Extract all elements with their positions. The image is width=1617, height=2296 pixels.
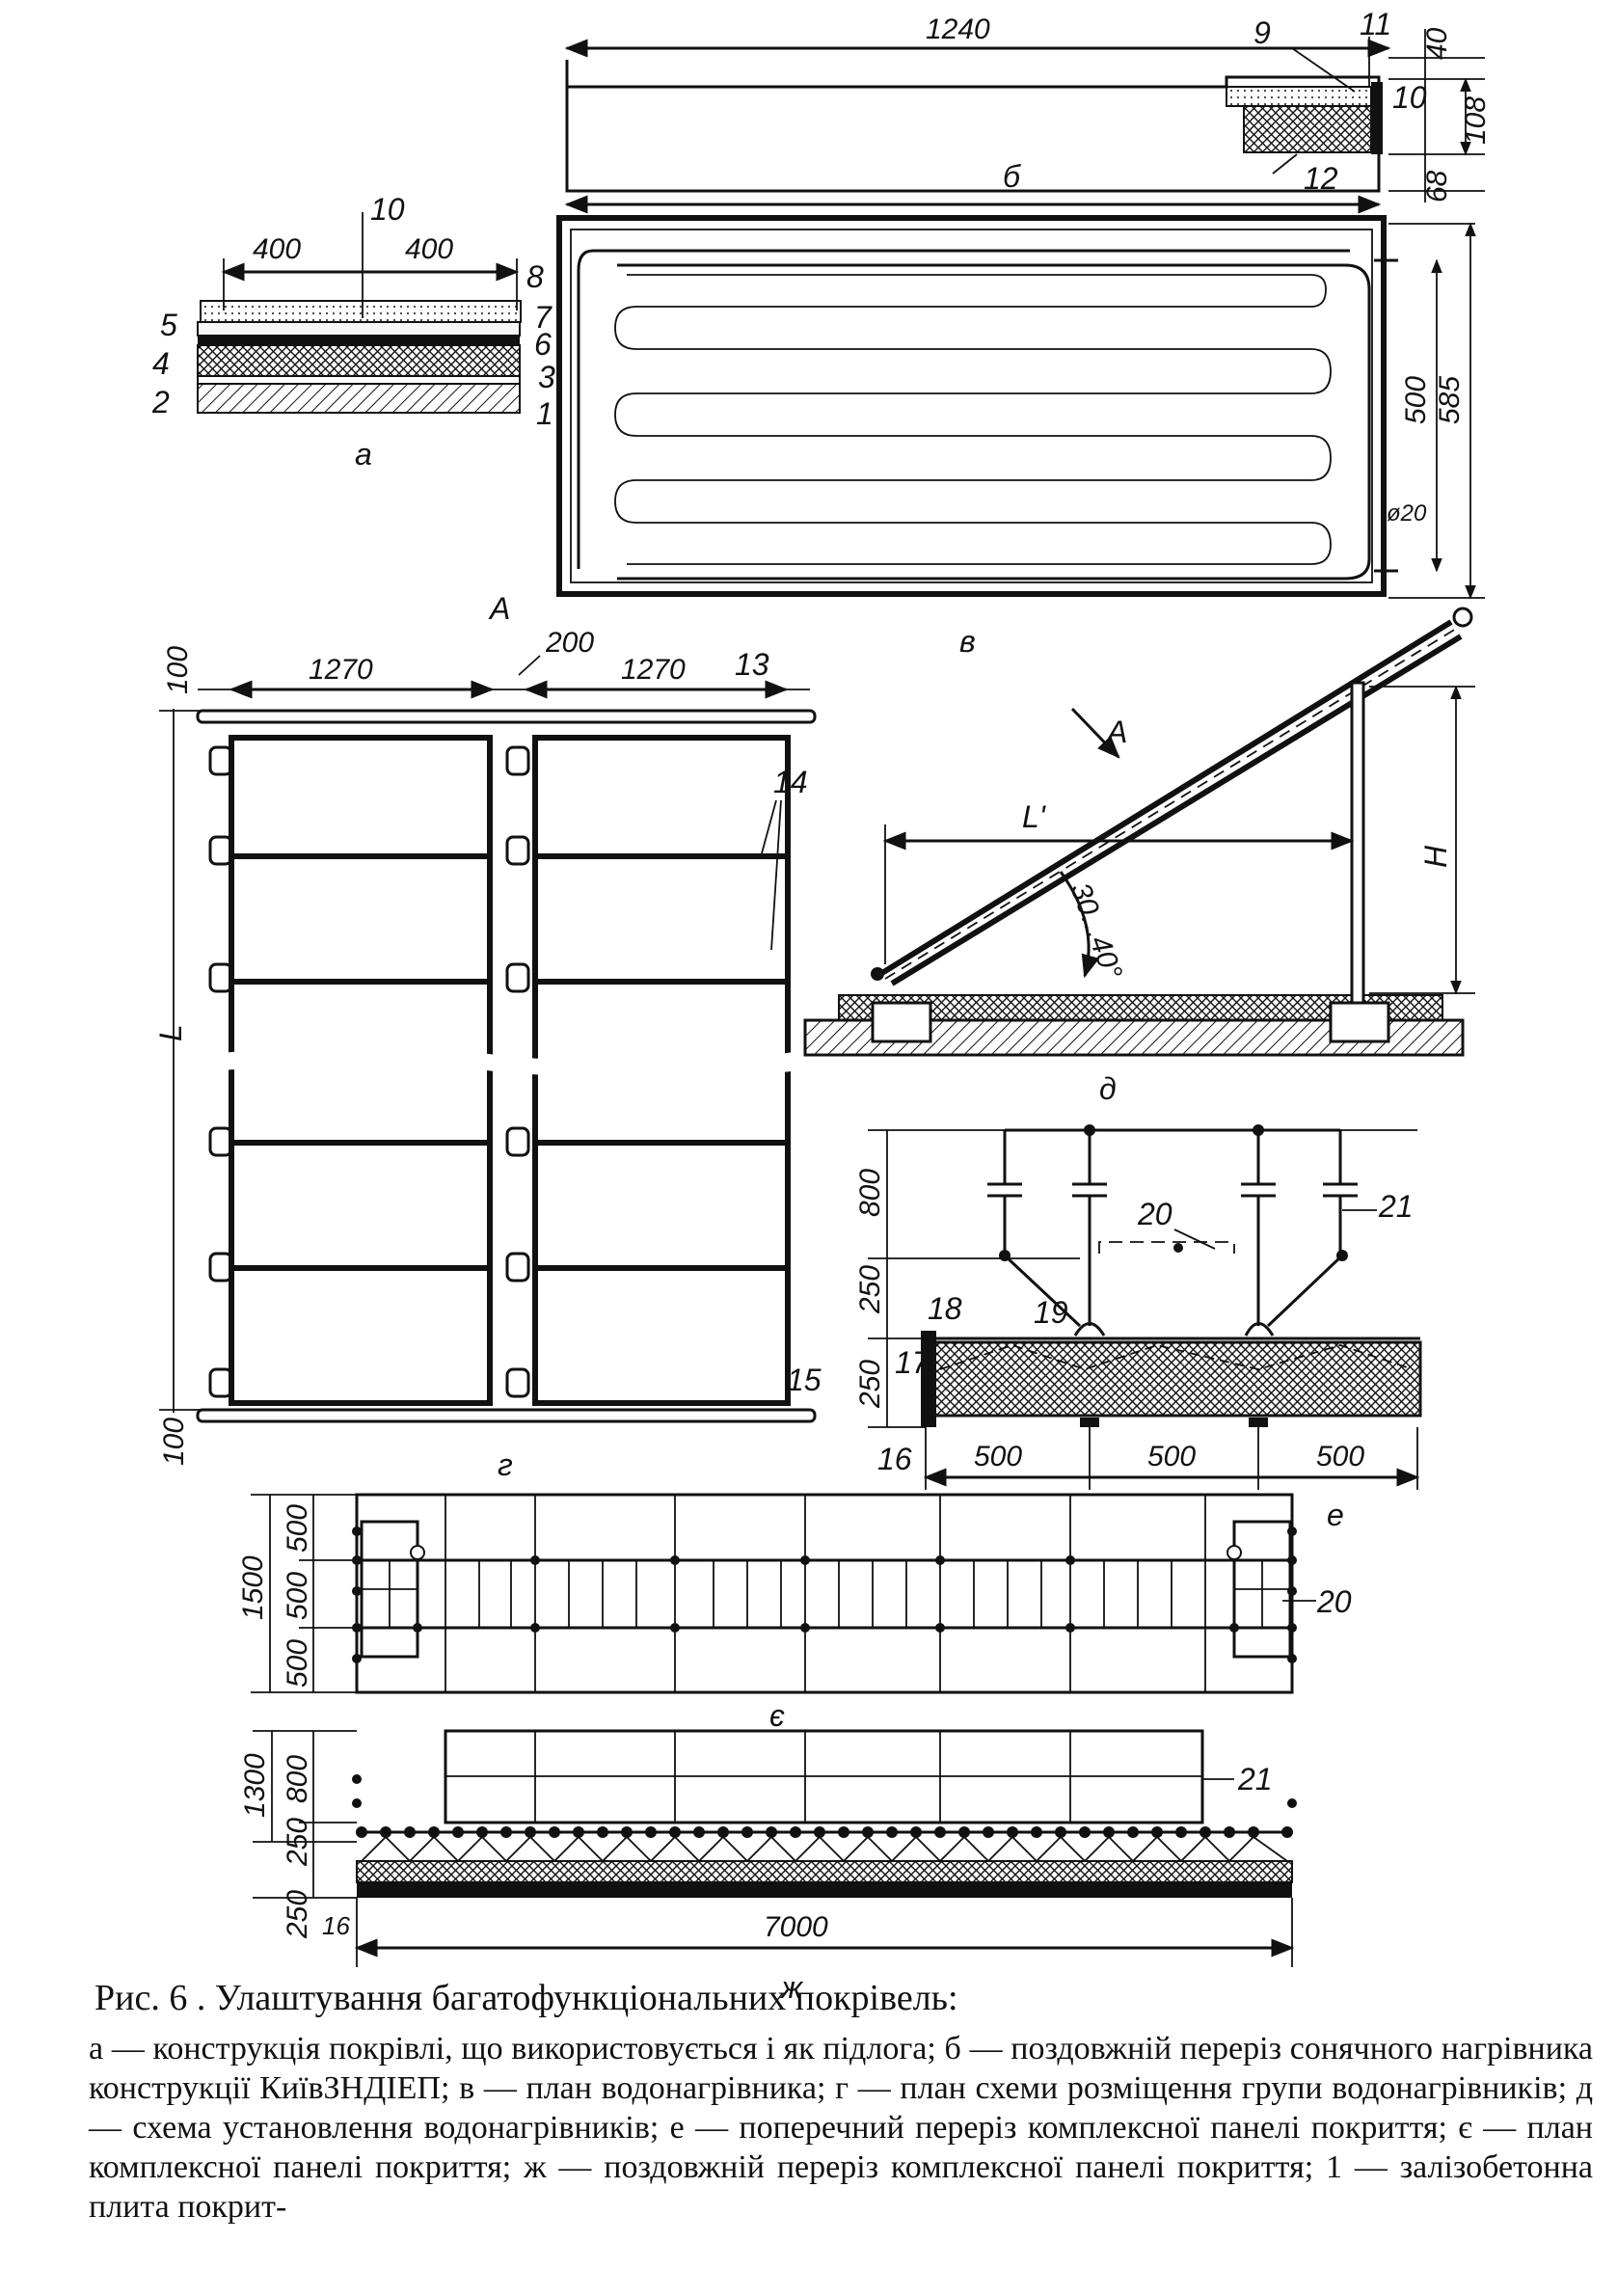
callout-2: 2 [151,385,170,419]
dim-250b: 250 [854,1360,886,1409]
label-g: г [498,1447,513,1482]
dim-zh-250b: 250 [282,1890,313,1939]
label-H: H [1418,845,1453,868]
callout-3: 3 [538,360,555,394]
callout-7: 7 [534,300,552,335]
dim-e-500b: 500 [282,1572,313,1620]
dim-e-1500: 1500 [237,1555,269,1620]
callout-5: 5 [160,308,177,342]
callout-20b: 20 [1316,1584,1352,1619]
callout-12: 12 [1304,161,1338,196]
label-d: д [1099,1071,1117,1106]
callout-16b: 16 [322,1911,350,1940]
callout-13: 13 [735,647,769,682]
label-A-arrow: А [1105,715,1127,749]
dim-400-right: 400 [405,233,453,265]
label-b: б [1003,159,1021,194]
caption-title: Рис. 6 . Улаштування багатофункціональни… [94,1978,958,2018]
callout-8: 8 [526,259,544,294]
label-Lprime: L' [1022,799,1047,834]
view-v-plan: 500 585 ø20 А в [488,215,1485,659]
callout-4: 4 [152,346,170,381]
figure-caption: Рис. 6 . Улаштування багатофункціональни… [89,1977,1593,2227]
dim-zh-800: 800 [282,1755,313,1803]
view-g-group-plan: 1270 1270 200 13 15 100 100 L [153,627,822,1482]
callout-6: 6 [534,327,552,362]
dim-1240: 1240 [926,14,990,45]
dim-400-left: 400 [253,233,301,265]
label-L: L [153,1024,188,1041]
label-ye: є [769,1698,785,1733]
view-a-roof: 400 400 10 8 7 6 3 1 5 4 2 а [151,192,555,472]
dim-1270-left: 1270 [309,654,373,686]
callout-16: 16 [877,1442,912,1476]
callout-19: 19 [1034,1295,1068,1330]
callout-18: 18 [928,1291,962,1326]
callout-10b: 10 [370,192,405,227]
dim-zh-250a: 250 [282,1818,313,1867]
dim-1270-right: 1270 [621,654,686,686]
dim-angle: 30...40° [1064,878,1127,984]
label-v: в [959,624,976,659]
dim-e-500a: 500 [282,1504,313,1553]
view-e-cross-section: 800 250 250 20 21 [854,1124,1422,1532]
label-zh: ж [779,1970,804,2005]
dim-500a: 500 [974,1441,1022,1472]
callout-17: 17 [895,1345,930,1380]
callout-21b: 21 [1237,1762,1273,1796]
dim-200: 200 [545,627,594,659]
dim-500b: 500 [1147,1441,1196,1472]
dim-100-bottom: 100 [158,1418,190,1466]
dim-585: 585 [1434,376,1466,424]
callout-9: 9 [1253,15,1271,50]
callout-11: 11 [1360,7,1391,41]
label-a: а [355,437,372,472]
dim-500c: 500 [1316,1441,1364,1472]
label-A-view: А [488,591,510,626]
dim-500-plan: 500 [1400,376,1432,424]
callout-21: 21 [1378,1189,1414,1224]
dim-108: 108 [1460,96,1492,145]
view-zh-panel-section: 1300 800 250 250 21 [239,1729,1297,2005]
callout-10: 10 [1392,80,1427,115]
view-d-installation: H L' 30...40° А д [803,607,1475,1106]
callout-1: 1 [536,396,553,431]
callout-14: 14 [773,765,808,799]
dim-zh-7000: 7000 [764,1911,828,1943]
dim-100-top: 100 [162,646,194,694]
dim-zh-1300: 1300 [239,1753,271,1818]
view-ye-panel-plan: 1500 500 500 500 [237,1493,1352,1733]
dim-250a: 250 [854,1265,886,1314]
dim-800: 800 [854,1169,886,1217]
callout-15: 15 [787,1363,822,1397]
view-b-section: 1240 40 108 68 9 11 10 12 б [564,7,1492,214]
dim-e-500c: 500 [282,1639,313,1688]
dim-68: 68 [1421,170,1453,203]
caption-body: а — конструкція покрівлі, що використову… [89,2031,1593,2225]
callout-20: 20 [1137,1197,1172,1231]
dim-phi20: ø20 [1387,500,1427,527]
dim-40: 40 [1421,27,1453,60]
label-e: е [1327,1498,1344,1532]
